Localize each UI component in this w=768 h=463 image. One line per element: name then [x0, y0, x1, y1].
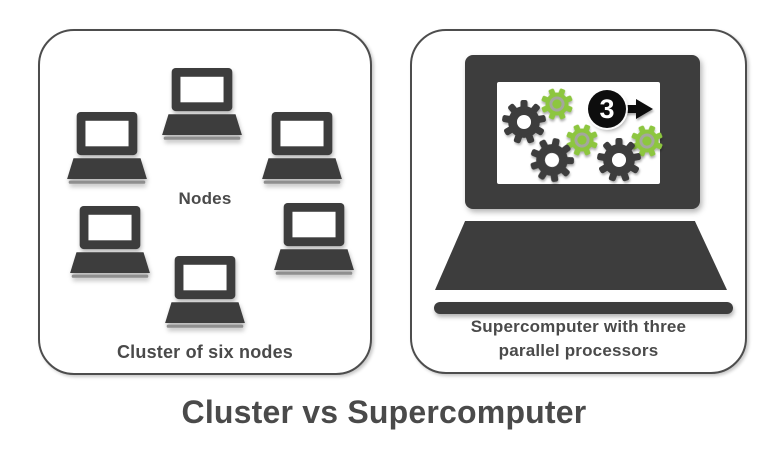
processor-count-badge: 3 — [588, 90, 626, 128]
monitor-frame: 3 — [465, 55, 700, 209]
arrow-right-icon — [623, 99, 653, 119]
supercomputer-panel: 3 Supercomputer with three parallel proc… — [410, 29, 747, 374]
cluster-panel: Nodes Cluster of six nodes — [38, 29, 372, 375]
laptop-icon — [70, 206, 150, 281]
supercomputer-caption-line1: Supercomputer with three — [470, 317, 687, 336]
laptop-icon — [165, 256, 245, 331]
gear-dark-icon — [526, 134, 578, 186]
laptop-icon — [274, 203, 354, 278]
gear-dark-icon — [597, 138, 641, 182]
supercomputer-caption: Supercomputer with three parallel proces… — [412, 315, 745, 363]
supercomputer-caption-line2: parallel processors — [498, 341, 659, 360]
laptop-base-bar — [434, 302, 733, 314]
page-title: Cluster vs Supercomputer — [181, 394, 587, 430]
laptop-icon — [262, 112, 342, 187]
monitor-screen: 3 — [497, 82, 660, 184]
laptop-keyboard — [435, 221, 727, 290]
laptop-icon — [162, 68, 242, 143]
cluster-caption: Cluster of six nodes — [116, 342, 294, 362]
laptop-icon — [67, 112, 147, 187]
nodes-label: Nodes — [178, 189, 232, 208]
